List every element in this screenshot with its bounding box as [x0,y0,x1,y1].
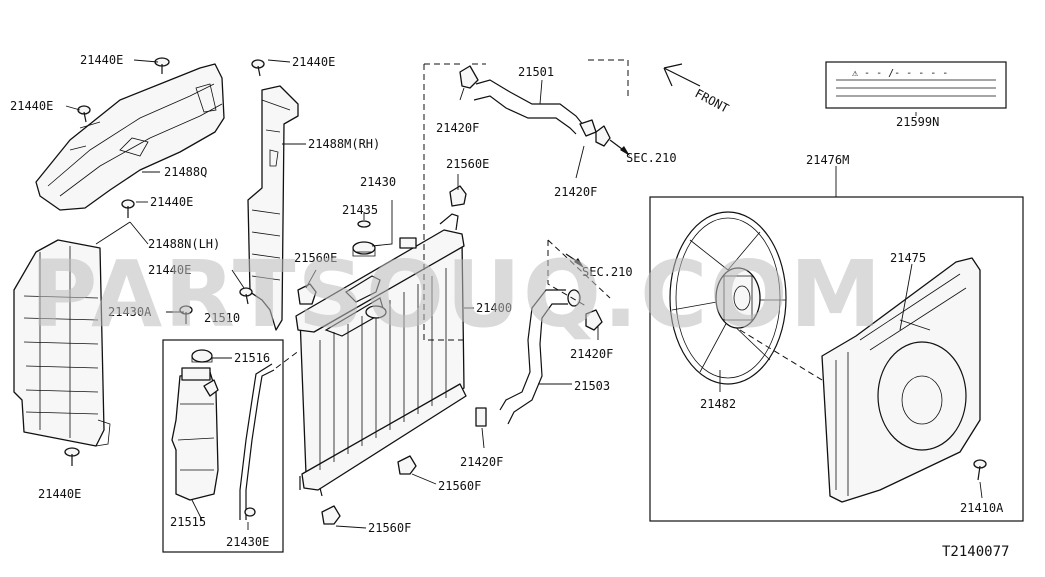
hose-clamp-21420f-upper-left[interactable] [459,65,479,89]
label-21440e-top-rh: 21440E [292,55,335,69]
label-21430: 21430 [360,175,396,189]
radiator-cap-21430[interactable] [352,241,376,257]
label-21560f-upper: 21560F [438,479,481,493]
sec210-arrow-lower [565,253,584,268]
clip-21440e-top-left[interactable] [154,57,170,74]
bolt-21410a[interactable] [973,459,987,481]
label-21560f-lower: 21560F [368,521,411,535]
fan-assembly-box-21476m [649,196,1024,522]
label-21488q: 21488Q [164,165,207,179]
lower-hose-21503[interactable] [499,289,581,425]
label-21599n: 21599N [896,115,939,129]
radiator-core-21400[interactable] [295,213,467,497]
label-21435: 21435 [342,203,378,217]
side-air-guide-21488m-rh[interactable] [247,85,299,331]
mount-grommet-21560f-lower[interactable] [321,505,341,525]
clip-21440e-rh-lower[interactable] [239,287,253,305]
label-21420f-upper-right: 21420F [554,185,597,199]
label-21440e-top-left: 21440E [80,53,123,67]
label-21440e-mid: 21440E [150,195,193,209]
label-21420f-lower-right: 21420F [570,347,613,361]
label-21440e-left: 21440E [10,99,53,113]
label-21420f-lower-left: 21420F [460,455,503,469]
watermark-text: PARTSOUQ.COM [30,241,883,348]
label-21440e-bottom: 21440E [38,487,81,501]
diagram-id: T2140077 [942,544,1009,560]
reservoir-assembly-box-21510 [162,339,284,553]
reservoir-hose-21430e[interactable] [239,363,275,520]
label-21488m-rh: 21488M(RH) [308,137,380,151]
label-sec210-lower: SEC.210 [582,265,633,279]
fan-shroud-21475[interactable] [821,257,981,503]
mount-grommet-21560f-upper[interactable] [397,455,417,475]
label-21430e: 21430E [226,535,269,549]
label-21440e-rh-lower: 21440E [148,263,191,277]
label-21482: 21482 [700,397,736,411]
label-21503: 21503 [574,379,610,393]
fan-blade-21482[interactable] [669,211,787,385]
label-21510: 21510 [204,311,240,325]
label-21475: 21475 [890,251,926,265]
clip-21440e-bottom[interactable] [64,447,80,466]
hose-clamp-21420f-upper-right[interactable] [595,125,611,147]
clip-21440e-mid[interactable] [121,199,135,218]
label-21420f-upper-left: 21420F [436,121,479,135]
label-21560e-top: 21560E [446,157,489,171]
upper-air-guide-21488q[interactable] [35,63,225,211]
warning-label-21599n[interactable] [825,61,1007,109]
warning-label-text: ⚠ - - /- - - - - [852,68,948,79]
label-21501: 21501 [518,65,554,79]
label-21515: 21515 [170,515,206,529]
label-sec210-upper: SEC.210 [626,151,677,165]
cap-seal-21435[interactable] [357,220,371,228]
label-front: FRONT [693,86,731,115]
label-21560e-left: 21560E [294,251,337,265]
reservoir-tank-21515[interactable] [171,367,219,501]
reservoir-cap-21516[interactable] [191,349,213,363]
hose-clamp-21420f-lower-left[interactable] [475,407,487,427]
front-direction-arrow [663,63,701,87]
sec210-arrow-upper [609,139,630,156]
clip-21440e-left[interactable] [77,105,91,123]
clip-21440e-top-rh[interactable] [251,59,265,77]
label-21476m: 21476M [806,153,849,167]
upper-hose-21501[interactable] [473,79,597,137]
label-21410a: 21410A [960,501,1004,515]
label-21488n-lh: 21488N(LH) [148,237,220,251]
label-21430a: 21430A [108,305,152,319]
label-21400: 21400 [476,301,512,315]
side-air-guide-21488n-lh[interactable] [13,239,111,447]
label-21516: 21516 [234,351,270,365]
